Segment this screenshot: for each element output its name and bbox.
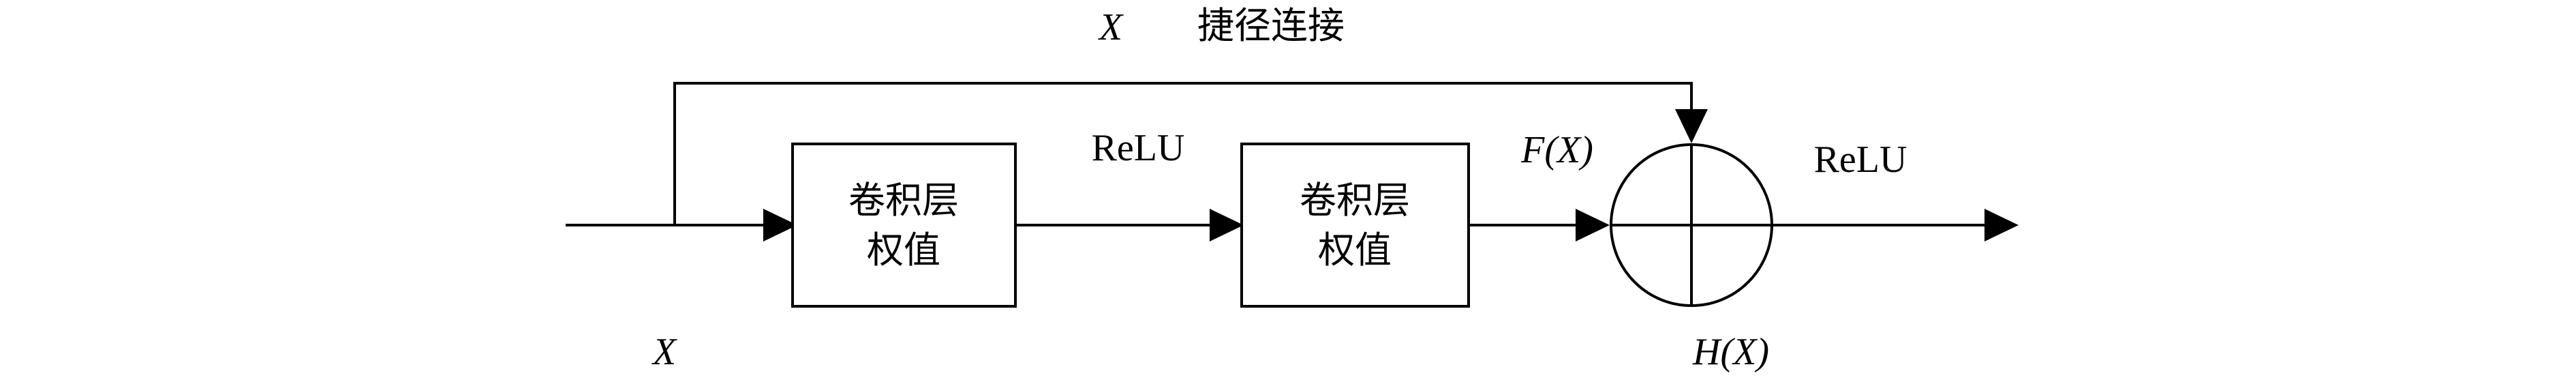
shortcut-connection-line [673, 82, 1693, 225]
output-label: H(X) [1692, 331, 1769, 373]
shortcut-x-label: X [1098, 6, 1124, 48]
input-x-label: X [651, 331, 678, 373]
block-output-label: F(X) [1520, 129, 1593, 171]
relu-label-2: ReLU [1814, 138, 1907, 181]
arrow-into-layer-2 [1210, 209, 1244, 241]
weight-layer-1-line1: 卷积层 [848, 179, 959, 222]
weight-layer-2-line1: 卷积层 [1300, 179, 1410, 222]
weight-layer-1-box [791, 143, 1017, 308]
shortcut-arrow [1675, 109, 1708, 143]
weight-layer-2-line2: 权值 [1318, 229, 1392, 271]
weight-layer-1-line2: 权值 [867, 229, 940, 271]
shortcut-connection-label: 捷径连接 [1197, 4, 1345, 47]
weight-layer-2-box [1240, 143, 1470, 308]
arrow-into-sum [1576, 209, 1610, 241]
relu-label-1: ReLU [1092, 127, 1185, 169]
arrow-into-layer-1 [763, 209, 797, 241]
output-arrow [1984, 209, 2019, 241]
